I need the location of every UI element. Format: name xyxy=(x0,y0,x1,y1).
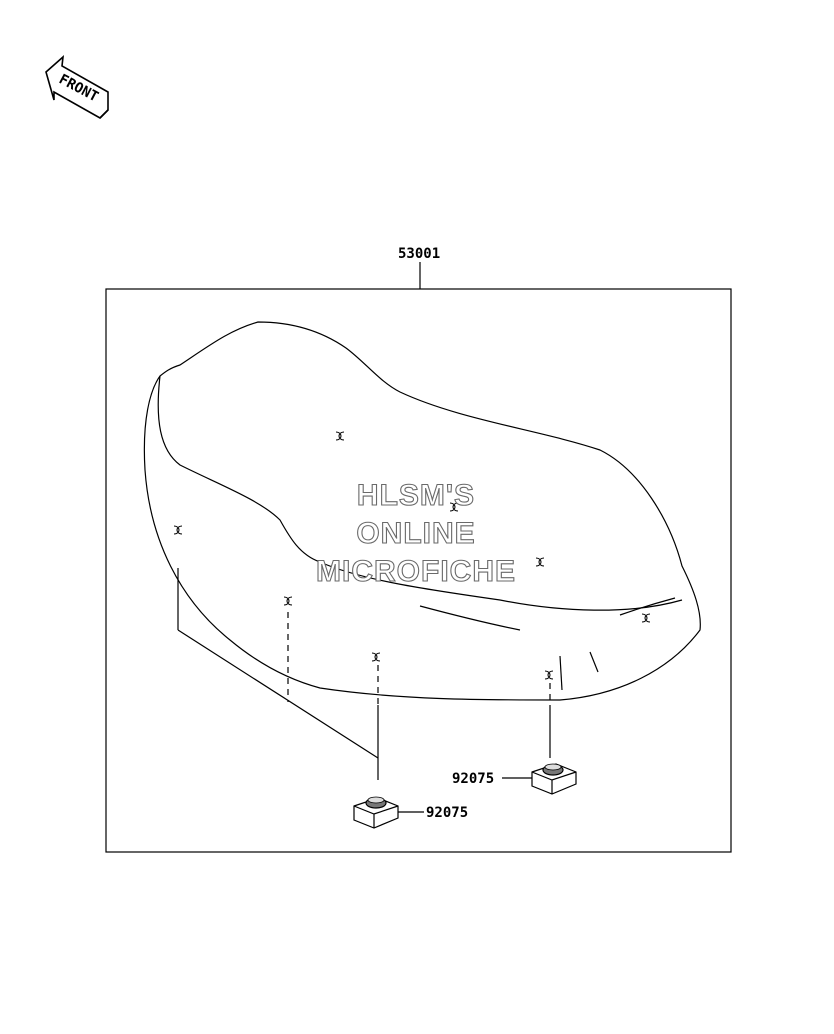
callout-92075-left: 92075 xyxy=(426,805,468,821)
callout-92075-right: 92075 xyxy=(452,771,494,787)
watermark: HLSM'S ONLINE MICROFICHE xyxy=(315,478,516,588)
callout-53001: 53001 xyxy=(398,246,440,262)
damper-part-left xyxy=(353,796,399,829)
watermark-line-1: HLSM'S xyxy=(357,479,475,512)
watermark-line-2: ONLINE xyxy=(356,517,475,550)
watermark-line-3: MICROFICHE xyxy=(316,555,516,588)
assembly-frame xyxy=(105,288,732,853)
assembly-leaders xyxy=(177,568,551,780)
front-arrow-icon: FRONT xyxy=(45,55,109,119)
damper-part-right xyxy=(531,763,577,795)
seat-clip-holes xyxy=(173,431,651,680)
seat-drawing xyxy=(143,321,701,701)
